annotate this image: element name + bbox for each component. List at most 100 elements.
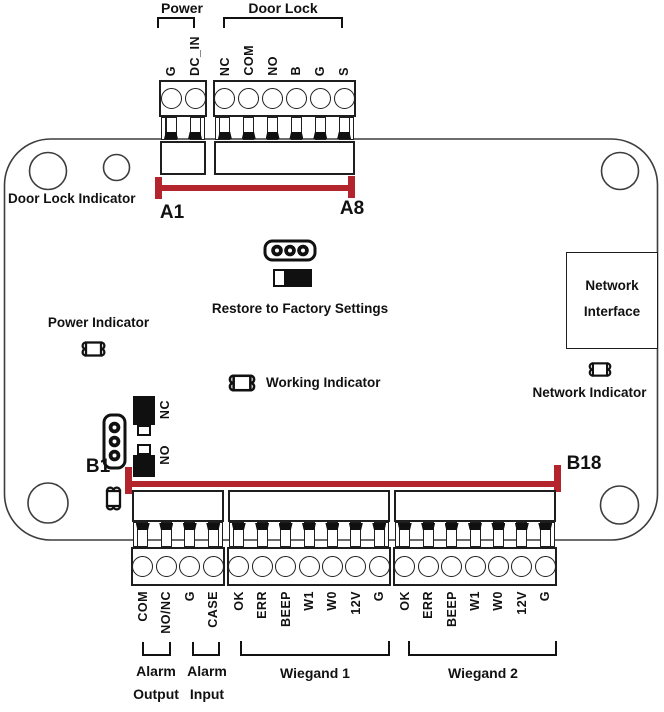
terminal-pin	[422, 522, 434, 547]
terminal-pin	[338, 117, 350, 140]
terminal-circle	[309, 88, 331, 109]
pin-label: BEEP	[444, 591, 459, 628]
terminal-pin	[516, 522, 528, 547]
pin-contact	[313, 132, 328, 139]
alarm-input-label-line1: Alarm	[187, 663, 227, 679]
terminal-pin	[280, 522, 292, 547]
pin-contact	[241, 132, 256, 139]
terminal-circle	[238, 88, 260, 109]
terminal-circle	[155, 556, 177, 577]
pin-label: NC	[217, 56, 232, 76]
terminal-pin	[184, 522, 196, 547]
mounting-hole	[28, 151, 68, 191]
network-interface-line2: Interface	[583, 304, 641, 319]
terminal-circle	[511, 556, 533, 577]
pin-contact	[255, 523, 270, 530]
terminal-circle	[275, 556, 297, 577]
terminal-circle	[251, 556, 273, 577]
terminal-circle	[285, 88, 307, 109]
terminal-circle	[184, 88, 206, 109]
terminal-pin	[160, 522, 172, 547]
pin-contact	[421, 523, 436, 530]
terminal-pin	[326, 522, 338, 547]
terminal-block-body	[214, 141, 355, 175]
terminal-circle	[333, 88, 355, 109]
terminal-circle	[487, 556, 509, 577]
relay-no-cap	[133, 455, 155, 477]
relay-no-cap-open	[137, 444, 151, 455]
pin-label: W0	[491, 591, 506, 611]
a-row-cap-left	[155, 177, 162, 199]
terminal-circle	[262, 88, 284, 109]
network-indicator-label: Network Indicator	[532, 385, 647, 400]
pin-contact	[397, 523, 412, 530]
mounting-hole	[600, 151, 640, 191]
pin-label: NO	[265, 56, 280, 76]
pin-label: ERR	[255, 591, 270, 619]
wiegand2-label: Wiegand 2	[448, 665, 518, 681]
terminal-edge-pin	[200, 117, 205, 140]
pin-label: DC_IN	[188, 35, 202, 76]
pin-contact	[325, 523, 340, 530]
restore-label: Restore to Factory Settings	[211, 301, 389, 316]
pin-contact	[182, 523, 197, 530]
terminal-pin	[314, 117, 326, 140]
pin-label: W1	[302, 591, 316, 611]
terminal-block-body	[160, 141, 206, 175]
power-group-label: Power	[160, 0, 203, 16]
terminal-block-body	[132, 490, 224, 522]
pin-label: W1	[468, 591, 482, 611]
terminal-circle	[160, 88, 182, 109]
power-led-icon	[81, 341, 106, 357]
wiegand2-brace	[408, 641, 557, 656]
terminal-pin	[233, 522, 245, 547]
wiegand1-brace	[240, 641, 390, 656]
mounting-hole	[599, 485, 640, 525]
terminal-circle	[345, 556, 367, 577]
a-row-end-label: A8	[339, 198, 365, 219]
a-row-start-label: A1	[159, 202, 185, 223]
terminal-pin	[373, 522, 385, 547]
pin-label: G	[182, 591, 197, 602]
pin-contact	[164, 132, 178, 139]
b-row-start-label: B1	[85, 456, 111, 477]
network-interface-line1: Network	[585, 278, 639, 293]
restore-jumper-cap	[286, 269, 312, 287]
pin-contact	[278, 523, 293, 530]
pin-contact	[188, 132, 202, 139]
terminal-pin	[399, 522, 411, 547]
terminal-pin	[137, 522, 149, 547]
terminal-pin	[189, 117, 201, 140]
alarm-output-label-line1: Alarm	[136, 663, 176, 679]
restore-jumper-cap-open	[273, 269, 286, 287]
terminal-pin	[492, 522, 504, 547]
network-led-icon	[588, 362, 612, 377]
terminal-pin	[290, 117, 302, 140]
pin-contact	[337, 132, 352, 139]
terminal-block-body	[228, 490, 390, 522]
b-row-cap-right	[554, 465, 561, 492]
terminal-pin	[350, 522, 362, 547]
alarm-input-brace	[192, 642, 220, 656]
pin-contact	[468, 523, 482, 530]
pin-label: 12V	[514, 591, 529, 615]
pin-contact	[514, 523, 529, 530]
relay-no-label: NO	[158, 445, 172, 465]
pin-contact	[265, 132, 280, 139]
relay-nc-cap	[133, 396, 155, 425]
pin-contact	[302, 523, 316, 530]
pin-contact	[206, 523, 221, 530]
a-row-line	[159, 185, 352, 191]
terminal-pin	[256, 522, 268, 547]
pin-label: NO/NC	[159, 591, 174, 634]
wiegand1-label: Wiegand 1	[280, 665, 350, 681]
pin-label: BEEP	[278, 591, 293, 628]
terminal-pin	[243, 117, 255, 140]
network-interface-box	[566, 252, 658, 349]
pin-label: G	[538, 591, 553, 602]
pin-contact	[159, 523, 174, 530]
terminal-pin	[267, 117, 279, 140]
pin-label: CASE	[206, 591, 221, 628]
terminal-pin	[207, 522, 219, 547]
pin-contact	[538, 523, 553, 530]
